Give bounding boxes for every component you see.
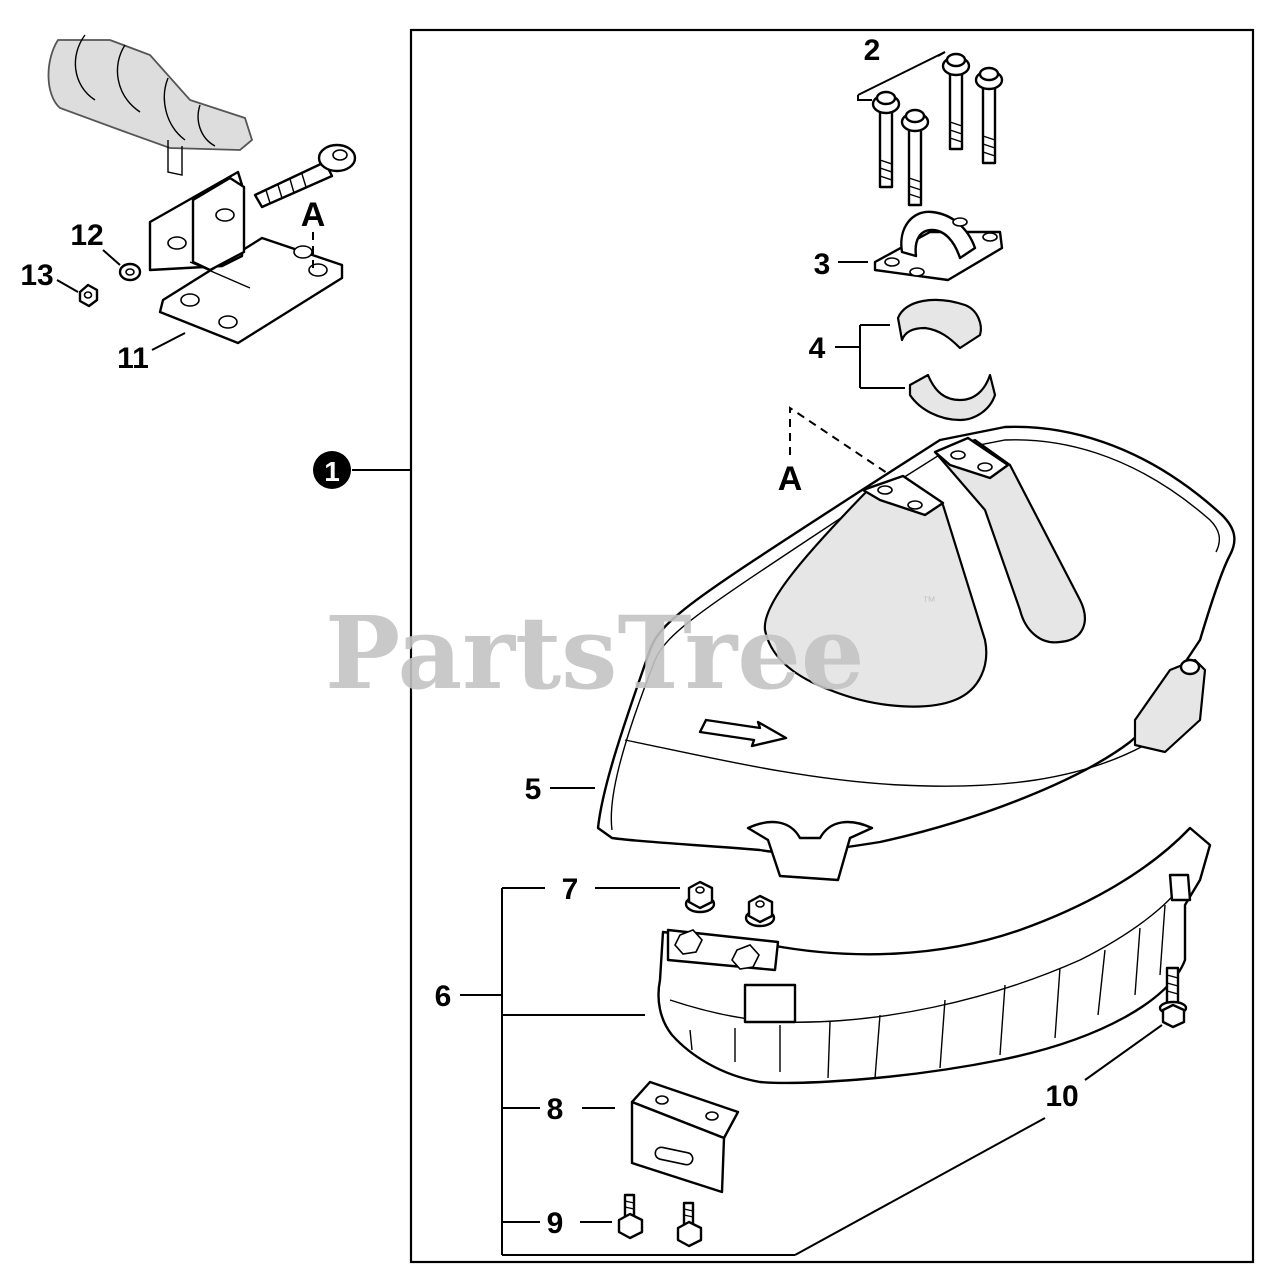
bolt-set <box>871 52 1004 207</box>
callout-9: 9 <box>547 1207 564 1240</box>
bolt-1 <box>871 90 901 189</box>
cutter-screw-1 <box>617 1193 644 1240</box>
callout-3: 3 <box>814 248 831 281</box>
watermark-trademark: ™ <box>922 593 936 609</box>
assembly-frame <box>409 28 1255 1264</box>
half-liners <box>896 298 997 422</box>
callout-13: 13 <box>20 259 53 292</box>
reference-letter-a-shield: A <box>778 460 803 498</box>
washer <box>118 262 142 282</box>
callout-5: 5 <box>525 773 542 806</box>
reference-letter-a-bracket: A <box>301 196 326 234</box>
bracket-bolt <box>253 143 357 209</box>
flange-nut-2 <box>744 894 776 928</box>
callout-1: 1 <box>324 456 340 487</box>
callout-7: 7 <box>562 873 579 906</box>
watermark: PartsTree ™ <box>325 593 936 712</box>
callout-11: 11 <box>117 342 149 375</box>
callout-10: 10 <box>1045 1080 1078 1113</box>
bolt-3 <box>941 52 971 151</box>
callout-8: 8 <box>547 1093 564 1126</box>
callout-4: 4 <box>809 332 826 365</box>
callout-6: 6 <box>435 980 452 1013</box>
guard-bolt <box>1158 966 1188 1029</box>
cutter-screw-2 <box>676 1201 703 1248</box>
cutter-guard <box>657 826 1212 1084</box>
flange-nut-1 <box>684 880 716 914</box>
clamp <box>873 210 1004 282</box>
bolt-2 <box>900 108 930 207</box>
leader-lines <box>56 51 1163 1256</box>
flange-nuts <box>684 880 776 928</box>
callout-12: 12 <box>70 219 103 252</box>
assembly-badge: 1 <box>313 451 351 489</box>
callout-2: 2 <box>864 34 881 67</box>
shaft-reference-drawing <box>47 34 254 176</box>
watermark-text: PartsTree <box>325 594 865 712</box>
hex-nut <box>78 283 99 308</box>
cutter-plate <box>630 1080 740 1194</box>
mounting-bracket <box>148 170 344 345</box>
bolt-4 <box>974 66 1004 165</box>
trimmer-shield <box>596 425 1236 882</box>
cutter-screws <box>617 1193 703 1248</box>
